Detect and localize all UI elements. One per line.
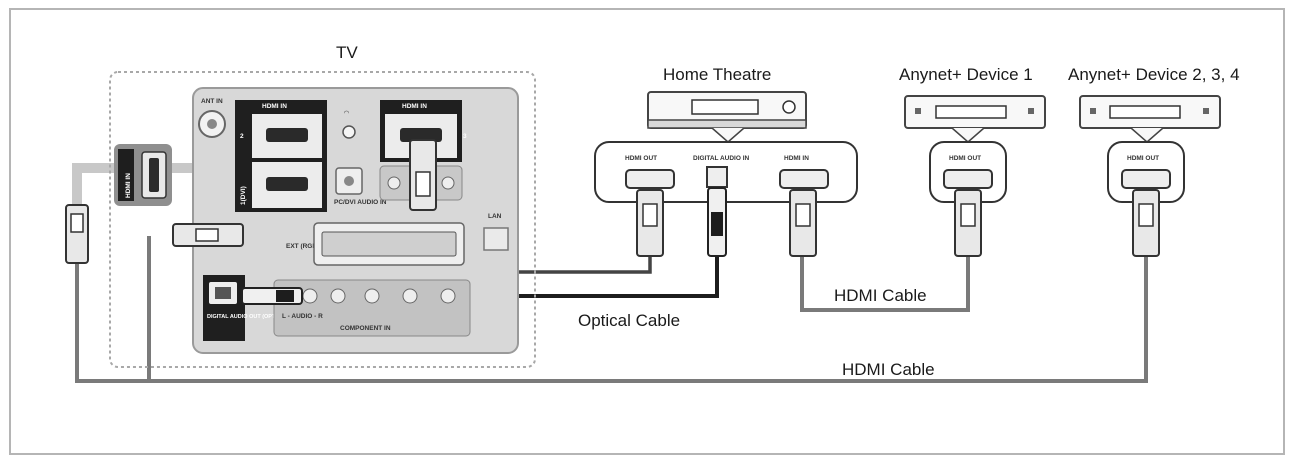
diagram-frame [9, 8, 1285, 455]
tv-internal-cable [72, 163, 235, 205]
hdmi-cable-label-2: HDMI Cable [842, 360, 935, 379]
tv-outline [109, 71, 536, 368]
device-1-hdmi-out-label: HDMI OUT [949, 155, 981, 162]
ht-optical-port [706, 166, 728, 188]
tv-component-label: COMPONENT IN [340, 325, 391, 332]
ht-digital-audio-in-label: DIGITAL AUDIO IN [693, 155, 750, 162]
tv-optical-plug [241, 287, 303, 305]
tv-lan-label: LAN [488, 213, 502, 220]
tv-component-panel [273, 279, 471, 337]
tv-hdmi-3-plug [409, 139, 437, 211]
tv-label: TV [336, 43, 358, 62]
tv-side-hdmi-label: HDMI IN [125, 173, 132, 198]
tv-pc-dvi-audio-label: PC/DVI AUDIO IN [334, 199, 387, 206]
device-1-hdmi-out-port [943, 169, 993, 189]
headphone-icon: ◠ [344, 110, 349, 117]
home-theatre-label: Home Theatre [663, 65, 771, 84]
tv-rear-panel: ANT IN HDMI IN 2 1(DVI) ◠ PC/DVI AUDIO I… [192, 87, 519, 354]
tv-digital-audio-out-label: DIGITAL AUDIO OUT (OPTICAL) [207, 314, 290, 320]
anynet-device-234: Anynet+ Device 2, 3, 4 HDMI OUT [1068, 65, 1240, 257]
device-234-label: Anynet+ Device 2, 3, 4 [1068, 65, 1240, 84]
tv-ext-label: EXT (RGB) [286, 243, 319, 250]
tv-audio-label: L - AUDIO - R [282, 313, 323, 320]
tv-hdmi-plug-horizontal [172, 223, 244, 247]
device-1-label: Anynet+ Device 1 [899, 65, 1033, 84]
anynet-device-1: Anynet+ Device 1 HDMI OUT [899, 65, 1046, 257]
ht-hdmi-out-label: HDMI OUT [625, 155, 657, 162]
hdmi-cable-long-outer [75, 256, 1148, 383]
device-234-hdmi-out-port [1121, 169, 1171, 189]
tv-side-hdmi-panel: HDMI IN [114, 144, 172, 206]
tv-hdmi-2-label: 2 [240, 133, 244, 140]
tv: TV HDMI IN ANT IN HDMI IN 2 1(DVI) [65, 43, 536, 368]
ht-hdmi-in-label: HDMI IN [784, 155, 809, 162]
tv-side-hdmi-plug [65, 204, 89, 264]
tv-hdmi-in-3-block-label: HDMI IN [402, 103, 427, 110]
tv-ant-in-label: ANT IN [201, 98, 223, 105]
home-theatre: Home Theatre HDMI OUT DIGITAL AUDIO IN H… [594, 65, 858, 257]
tv-hdmi-3-label: 3 [463, 133, 467, 140]
tv-hdmi-in-block-label: HDMI IN [262, 103, 287, 110]
ht-hdmi-out-port [625, 169, 675, 189]
tv-hdmi-1-label: 1(DVI) [240, 186, 247, 205]
hdmi-cable-ht-to-device1 [800, 256, 970, 312]
ht-hdmi-in-port [779, 169, 829, 189]
hdmi-cable-label-1: HDMI Cable [834, 286, 927, 305]
optical-cable-label: Optical Cable [578, 311, 680, 330]
tv-lan-port [483, 227, 509, 251]
headphone-jack [342, 125, 356, 139]
device-234-hdmi-out-label: HDMI OUT [1127, 155, 1159, 162]
